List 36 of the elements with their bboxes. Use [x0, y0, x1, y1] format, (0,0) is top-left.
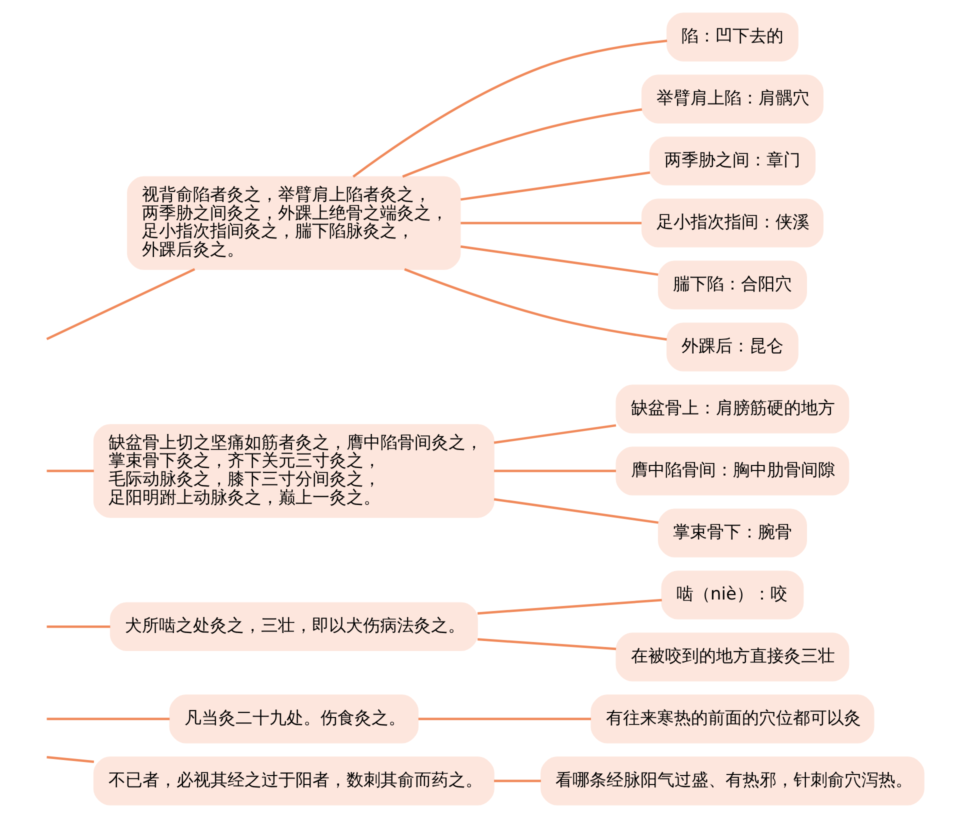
- node-box: 陷：凹下去的: [666, 12, 798, 62]
- connector: [460, 245, 658, 276]
- node-box: 犬所啮之处灸之，三壮，即以犬伤病法灸之。: [110, 602, 478, 652]
- node-box: 在被咬到的地方直接灸三壮: [616, 632, 850, 682]
- connector: [494, 470, 616, 472]
- connector: [478, 638, 616, 650]
- node-box: 不已者，必视其经之过于阳者，数刺其俞而药之。: [93, 756, 494, 806]
- connector: [460, 171, 650, 201]
- connector: [46, 718, 170, 720]
- node-box: 缺盆骨上切之坚痛如筋者灸之，膺中陷骨间灸之，掌束骨下灸之，齐下关元三寸灸之，毛际动脉灸之，膝下三寸分间灸之，足阳明跗上动脉灸之，巅上一灸之。: [93, 424, 494, 518]
- connector: [460, 222, 642, 224]
- node-box: 掌束骨下：腕骨: [658, 508, 807, 558]
- connector: [46, 470, 94, 472]
- node-box: 足小指次指间：侠溪: [641, 198, 824, 248]
- connector: [477, 598, 662, 615]
- node-box: 看哪条经脉阳气过盛、有热邪，针刺俞穴泻热。: [540, 756, 924, 806]
- connector: [404, 268, 667, 341]
- connector: [352, 40, 668, 178]
- connector: [46, 268, 196, 340]
- node-box: 膺中陷骨间：胸中肋骨间隙: [616, 446, 850, 496]
- connector: [494, 498, 658, 524]
- connector: [494, 424, 616, 444]
- node-box: 腨下陷：合阳穴: [658, 260, 807, 310]
- connector: [494, 780, 541, 782]
- connector: [402, 108, 642, 178]
- node-box: 啮（niè）：咬: [661, 570, 804, 620]
- node-box: 视背俞陷者灸之，举臂肩上陷者灸之，两季胁之间灸之，外踝上绝骨之端灸之，足小指次指间灸之，腨下陷脉灸之，外踝后灸之。: [127, 176, 461, 270]
- node-box: 缺盆骨上：肩膀筋硬的地方: [616, 384, 850, 434]
- connector: [418, 718, 591, 720]
- node-box: 有往来寒热的前面的穴位都可以灸: [590, 694, 874, 744]
- node-box: 外踝后：昆仑: [666, 322, 798, 372]
- connector: [46, 625, 110, 628]
- node-box: 两季胁之间：章门: [649, 136, 816, 186]
- node-box: 举臂肩上陷：肩髃穴: [641, 74, 824, 124]
- node-box: 凡当灸二十九处。伤食灸之。: [169, 694, 419, 744]
- connector: [46, 756, 94, 763]
